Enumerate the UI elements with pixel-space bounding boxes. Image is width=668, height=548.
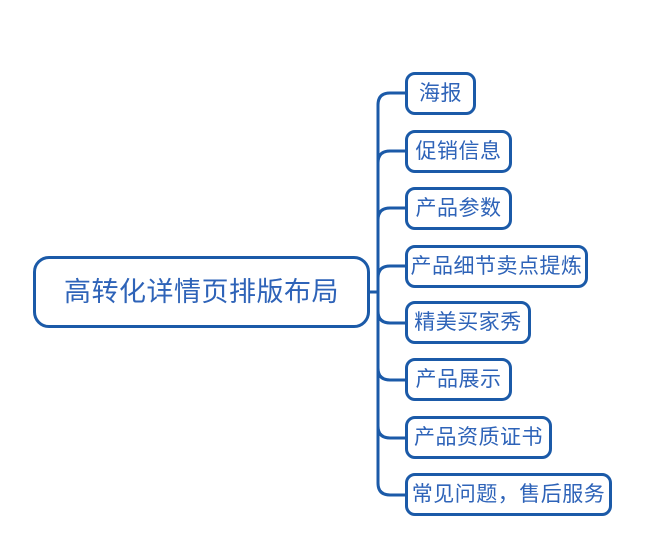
connector-branch-2	[376, 149, 405, 164]
connector-branch-1	[376, 91, 405, 292]
mindmap-child-label-8: 常见问题，售后服务	[411, 482, 606, 506]
mindmap-child-node-3[interactable]: 产品参数	[405, 187, 512, 230]
mindmap-child-node-4[interactable]: 产品细节卖点提炼	[405, 245, 588, 288]
connector-branch-8	[376, 292, 405, 497]
mindmap-child-label-7: 产品资质证书	[414, 425, 543, 449]
connector-branch-4	[376, 264, 405, 279]
mindmap-child-label-2: 促销信息	[415, 139, 502, 163]
connector-branch-6	[376, 367, 405, 382]
connector-branch-7	[376, 425, 405, 440]
mindmap-child-node-7[interactable]: 产品资质证书	[405, 416, 552, 459]
mindmap-child-node-5[interactable]: 精美买家秀	[405, 301, 531, 344]
mindmap-root-label: 高转化详情页排版布局	[64, 276, 339, 308]
mindmap-child-node-8[interactable]: 常见问题，售后服务	[405, 473, 612, 516]
connector-branch-3	[376, 206, 405, 221]
mindmap-child-node-6[interactable]: 产品展示	[405, 358, 512, 401]
mindmap-root-node[interactable]: 高转化详情页排版布局	[33, 256, 370, 328]
mindmap-child-label-5: 精美买家秀	[414, 310, 522, 334]
mindmap-child-label-1: 海报	[419, 81, 462, 105]
mindmap-child-label-4: 产品细节卖点提炼	[410, 254, 583, 278]
connector-branch-5	[376, 310, 405, 325]
mindmap-child-node-2[interactable]: 促销信息	[405, 130, 512, 173]
mindmap-child-label-3: 产品参数	[415, 196, 502, 220]
mindmap-child-label-6: 产品展示	[415, 367, 502, 391]
mindmap-child-node-1[interactable]: 海报	[405, 72, 476, 115]
